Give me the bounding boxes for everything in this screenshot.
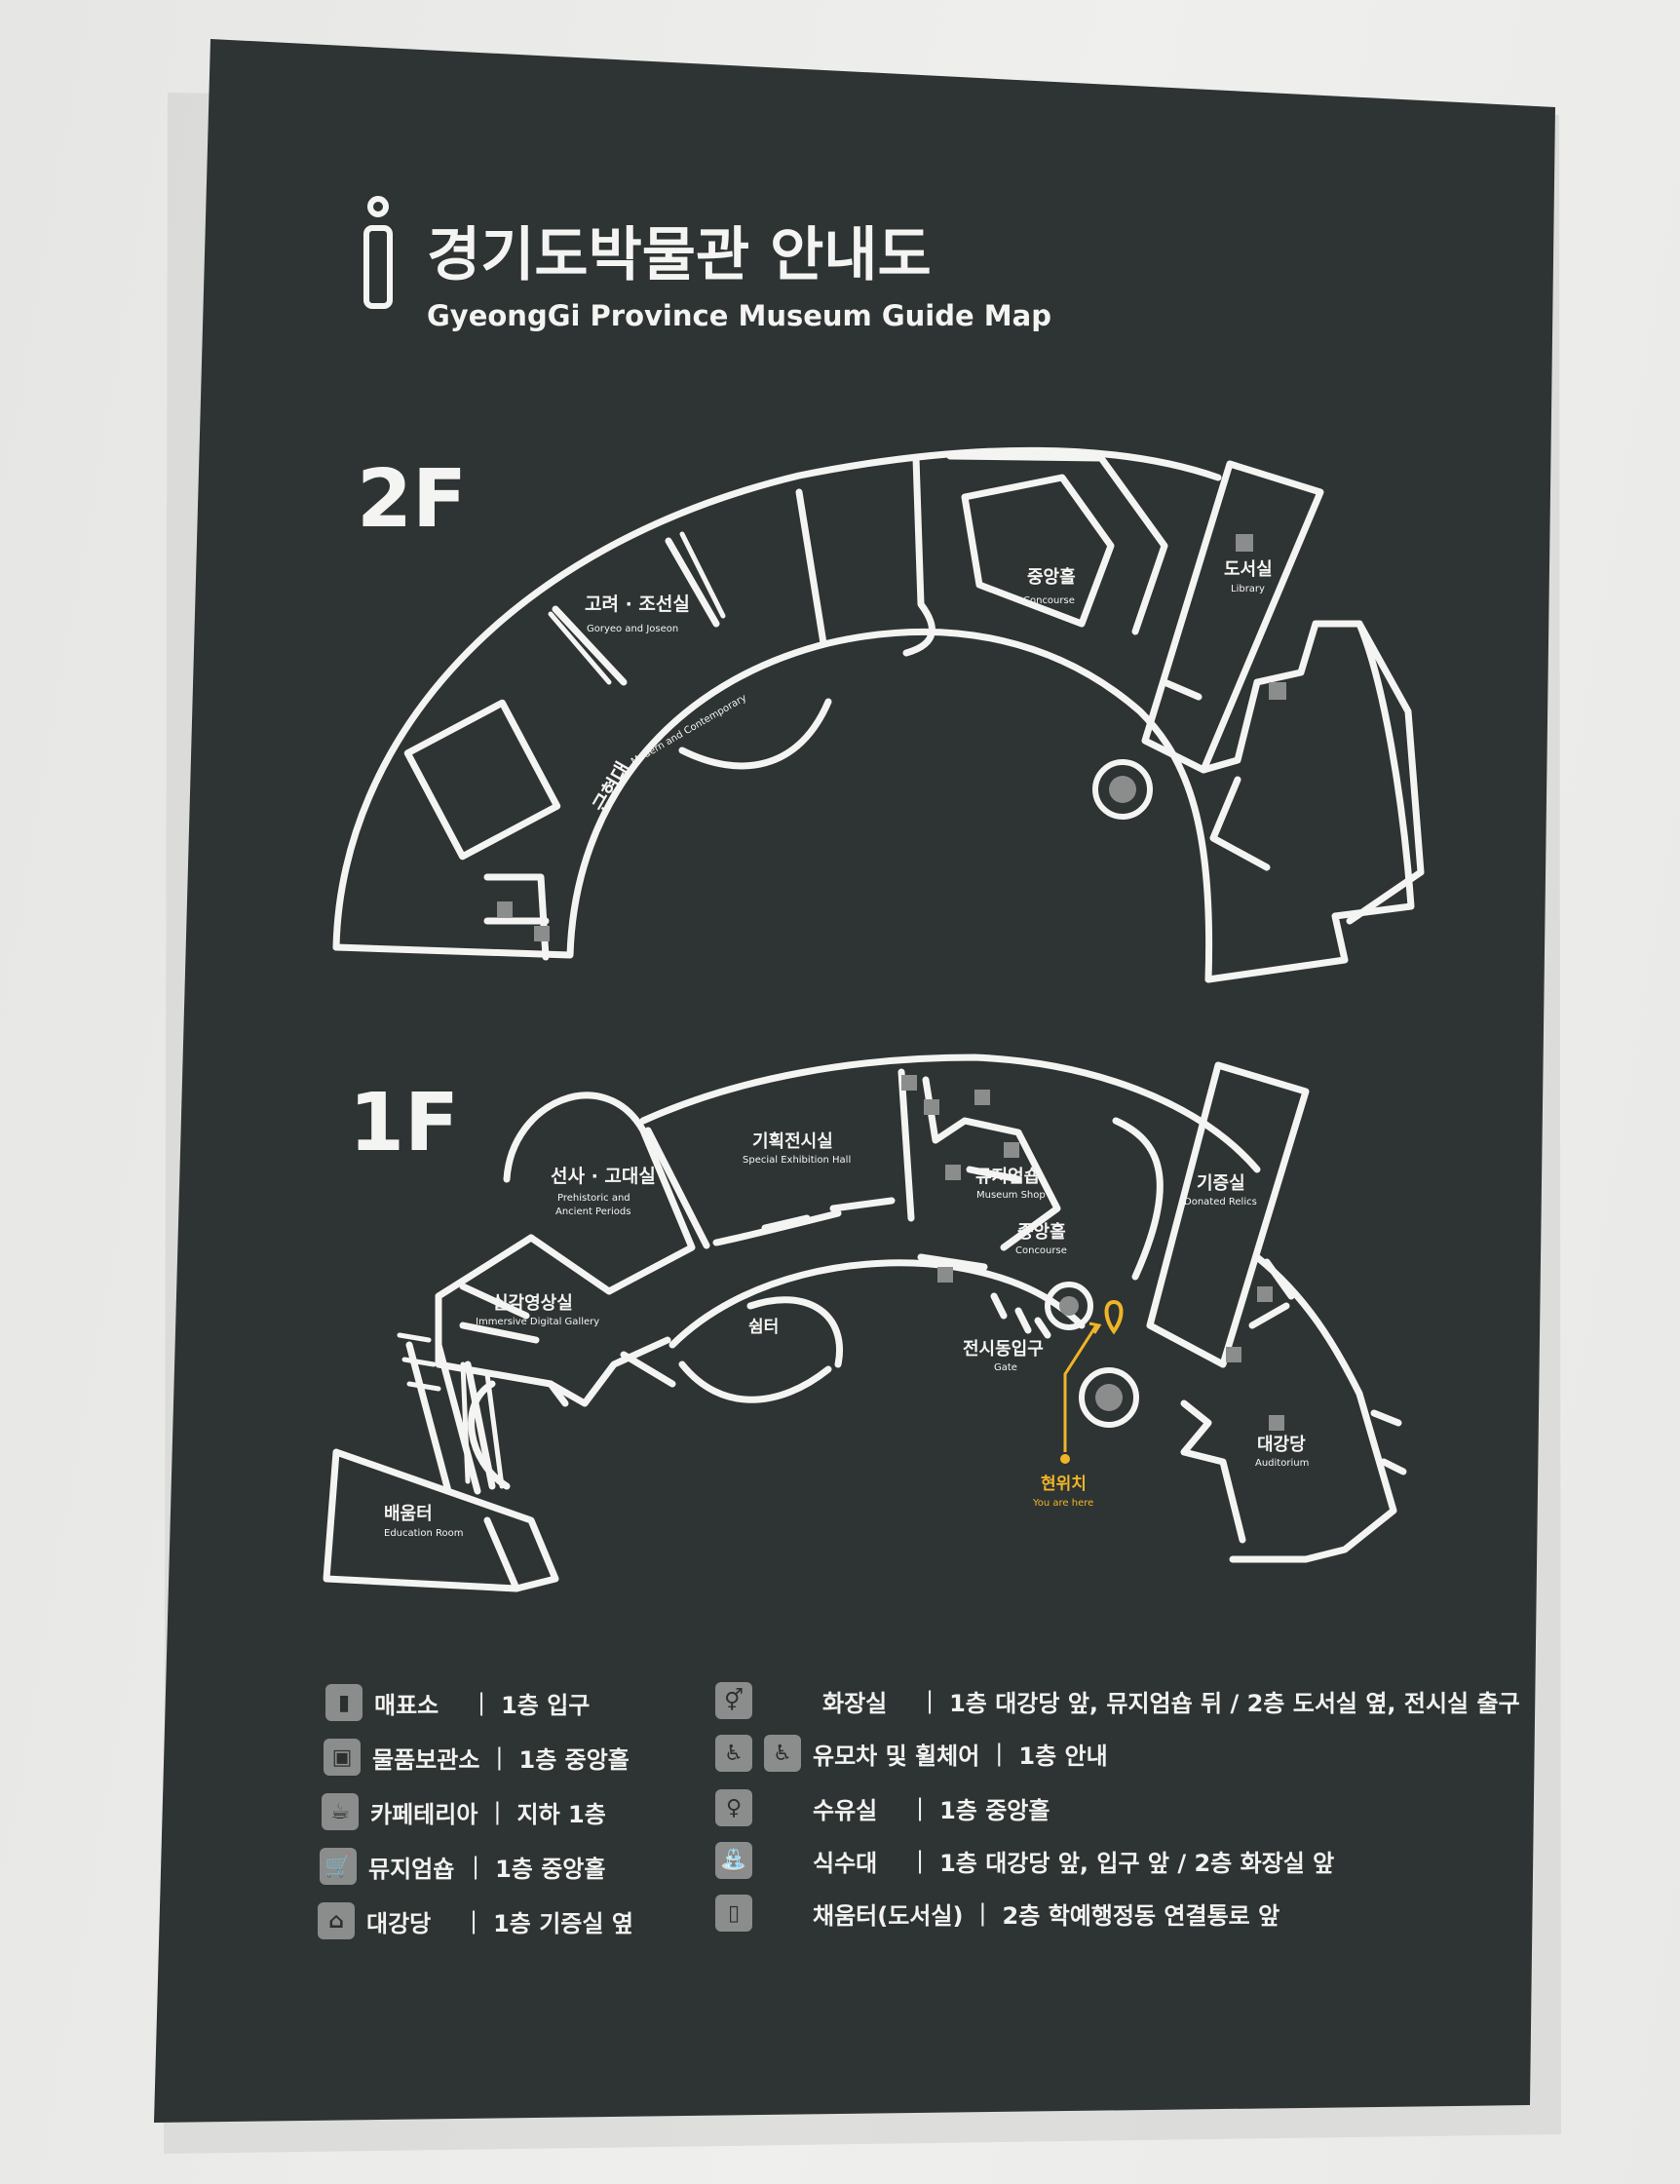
room-shop-en: Museum Shop [976, 1190, 1046, 1201]
legend-location: 2층 학예행정동 연결통로 앞 [1002, 1901, 1280, 1930]
legend-row-shop: 🛒 뮤지엄숍 | 1층 중앙홀 [320, 1848, 605, 1885]
legend-name: 뮤지엄숍 [368, 1855, 455, 1883]
legend-row-stroller: ♿ ♿ 유모차 및 휠체어 | 1층 안내 [715, 1735, 1108, 1772]
legend-location: 1층 입구 [501, 1691, 591, 1719]
room-special-ko: 기획전시실 [752, 1131, 833, 1152]
room-education-ko: 배움터 [384, 1504, 433, 1524]
locker-icon: ▣ [324, 1739, 361, 1776]
elevator-1f-b-icon [1079, 1367, 1139, 1428]
library-icon-2f [1236, 534, 1253, 552]
legend-name: 카페테리아 [370, 1800, 478, 1828]
legend-location: 1층 안내 [1018, 1742, 1108, 1770]
ticket-icon-1f [937, 1267, 953, 1283]
room-concourse-2f-en: Concourse [1023, 595, 1075, 606]
water-fountain-icon: ⛲ [715, 1842, 752, 1879]
legend-name: 화장실 [822, 1689, 888, 1717]
legend-name: 매표소 [374, 1691, 439, 1719]
room-donated-en: Donated Relics [1184, 1197, 1257, 1207]
restroom-icon-1f-a [901, 1075, 917, 1091]
restroom-icon-1f-c [974, 1090, 990, 1105]
legend-name: 채움터(도서실) [813, 1901, 964, 1930]
restroom-icon-2f-c [1269, 682, 1286, 700]
restroom-icon: ⚥ [715, 1682, 752, 1719]
you-are-here-en: You are here [1032, 1498, 1093, 1509]
legend-row-cafeteria: ☕ 카페테리아 | 지하 1층 [322, 1793, 606, 1830]
room-immersive-ko: 실감영상실 [492, 1293, 573, 1314]
room-concourse-2f-ko: 중앙홀 [1027, 566, 1076, 588]
legend-location: 지하 1층 [516, 1800, 606, 1828]
legend-location: 1층 중앙홀 [518, 1745, 630, 1774]
legend-row-nursing: ♀ 수유실 | 1층 중앙홀 [715, 1789, 1050, 1826]
room-gate-ko: 전시동입구 [963, 1338, 1044, 1360]
legend-name: 수유실 [813, 1796, 878, 1824]
room-goryeo-en: Goryeo and Joseon [587, 624, 678, 634]
room-donated-ko: 기증실 [1197, 1173, 1245, 1194]
legend-location: 1층 중앙홀 [495, 1855, 606, 1883]
locker-icon-1f [945, 1165, 961, 1180]
auditorium-icon: ⌂ [318, 1902, 355, 1939]
board [154, 39, 1555, 2123]
restroom-icon-2f-b [534, 926, 550, 941]
room-special-en: Special Exhibition Hall [743, 1155, 851, 1166]
nursing-icon: ♀ [715, 1789, 752, 1826]
floor-plan-2f [332, 446, 1425, 983]
legend-location: 1층 대강당 앞, 뮤지엄숍 뒤 / 2층 도서실 옆, 전시실 출구 [949, 1689, 1520, 1717]
info-icon [363, 196, 393, 309]
title-english: GyeongGi Province Museum Guide Map [427, 299, 1051, 332]
legend-location: 1층 대강당 앞, 입구 앞 / 2층 화장실 앞 [939, 1849, 1335, 1877]
legend-row-reading: ▯ 채움터(도서실) | 2층 학예행정동 연결통로 앞 [715, 1895, 1279, 1932]
auditorium-icon-1f [1269, 1415, 1284, 1431]
legend-name: 물품보관소 [372, 1745, 480, 1774]
room-prehistoric-ko: 선사 · 고대실 [551, 1166, 656, 1187]
elevator-2f-icon [1092, 759, 1153, 820]
reading-room-icon: ▯ [715, 1895, 752, 1932]
restroom-icon-1f-b [924, 1099, 939, 1115]
ticket-icon: ▮ [325, 1684, 363, 1721]
shop-icon-1f [1004, 1142, 1019, 1158]
room-shop-ko: 뮤지엄숍 [975, 1167, 1040, 1187]
legend-row-ticket: ▮ 매표소 | 1층 입구 [325, 1684, 590, 1721]
legend-row-fountain: ⛲ 식수대 | 1층 대강당 앞, 입구 앞 / 2층 화장실 앞 [715, 1842, 1334, 1879]
room-library-en: Library [1231, 584, 1265, 594]
room-gate-en: Gate [994, 1362, 1017, 1373]
legend-location: 1층 기증실 옆 [493, 1909, 633, 1937]
room-auditorium-en: Auditorium [1255, 1458, 1309, 1469]
room-prehistoric-en1: Prehistoric and [557, 1193, 630, 1204]
restroom-icon-2f-a [497, 901, 513, 917]
wheelchair-icon: ♿ [764, 1735, 801, 1772]
room-immersive-en: Immersive Digital Gallery [476, 1317, 599, 1327]
floor-label-1f: 1F [349, 1077, 459, 1169]
room-goryeo-ko: 고려 · 조선실 [585, 594, 690, 615]
floor-label-2f: 2F [357, 453, 467, 546]
cart-icon: 🛒 [320, 1848, 357, 1885]
fountain-icon-1f [1226, 1347, 1241, 1362]
you-are-here-ko: 현위치 [1041, 1475, 1087, 1494]
legend-name: 유모차 및 휠체어 [813, 1742, 980, 1770]
legend-name: 식수대 [813, 1849, 878, 1877]
stroller-icon: ♿ [715, 1735, 752, 1772]
legend-row-restroom: ⚥ 화장실 | 1층 대강당 앞, 뮤지엄숍 뒤 / 2층 도서실 옆, 전시실… [715, 1682, 1520, 1719]
legend-row-auditorium: ⌂ 대강당 | 1층 기증실 옆 [318, 1902, 633, 1939]
restroom-icon-1f-d [1257, 1286, 1273, 1302]
legend-row-locker: ▣ 물품보관소 | 1층 중앙홀 [324, 1739, 630, 1776]
room-rest-ko: 쉼터 [748, 1318, 779, 1337]
coffee-icon: ☕ [322, 1793, 359, 1830]
room-concourse-1f-en: Concourse [1015, 1245, 1067, 1256]
title-korean: 경기도박물관 안내도 [427, 221, 932, 289]
room-auditorium-ko: 대강당 [1257, 1435, 1306, 1455]
room-education-en: Education Room [384, 1528, 463, 1539]
room-library-ko: 도서실 [1224, 559, 1273, 580]
room-prehistoric-en2: Ancient Periods [555, 1207, 630, 1217]
legend-name: 대강당 [366, 1909, 432, 1937]
you-are-here-marker [1060, 1299, 1124, 1464]
legend-location: 1층 중앙홀 [939, 1796, 1050, 1824]
room-concourse-1f-ko: 중앙홀 [1017, 1221, 1066, 1243]
elevator-1f-icon [1045, 1282, 1093, 1330]
floor-plan-1f [323, 1054, 1407, 1592]
